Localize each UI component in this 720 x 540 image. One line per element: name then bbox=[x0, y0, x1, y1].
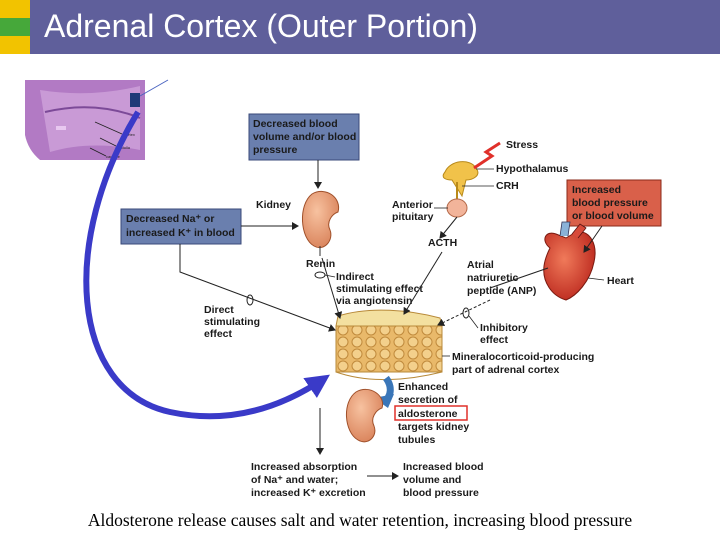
heart-illustration bbox=[543, 221, 596, 301]
label-stress: Stress bbox=[506, 139, 538, 151]
box-increased-blood-pressure: Increased blood pressure or blood volume bbox=[566, 179, 662, 227]
label-direct-effect: Direct stimulating effect bbox=[204, 304, 260, 340]
label-acth: ACTH bbox=[428, 237, 457, 249]
label-indirect-effect: Indirect stimulating effect via angioten… bbox=[336, 271, 423, 307]
label-crh: CRH bbox=[496, 180, 519, 192]
micrograph-label-cortex: cortex bbox=[124, 132, 135, 137]
big-blue-arrow bbox=[83, 110, 330, 420]
slide-title: Adrenal Cortex (Outer Portion) bbox=[44, 8, 478, 44]
svg-text:targets kidney: targets kidney bbox=[398, 421, 469, 433]
svg-text:pressure: pressure bbox=[253, 144, 298, 156]
svg-text:part of adrenal cortex: part of adrenal cortex bbox=[452, 364, 560, 376]
svg-text:increased K⁺ excretion: increased K⁺ excretion bbox=[251, 487, 366, 499]
svg-text:Mineralocorticoid-producing: Mineralocorticoid-producing bbox=[452, 351, 594, 363]
svg-text:Decreased Na⁺ or: Decreased Na⁺ or bbox=[126, 213, 214, 225]
label-heart: Heart bbox=[607, 275, 634, 287]
svg-text:secretion of: secretion of bbox=[398, 394, 458, 406]
label-inhibitory-effect: Inhibitory effect bbox=[480, 322, 528, 346]
svg-text:increased K⁺ in blood: increased K⁺ in blood bbox=[126, 227, 235, 239]
svg-text:effect: effect bbox=[204, 328, 233, 340]
svg-text:or blood volume: or blood volume bbox=[572, 210, 654, 222]
svg-text:Indirect: Indirect bbox=[336, 271, 374, 283]
svg-text:of Na⁺ and water;: of Na⁺ and water; bbox=[251, 474, 338, 486]
kidney-upper-illustration bbox=[301, 190, 340, 256]
slide-caption: Aldosterone release causes salt and wate… bbox=[87, 510, 633, 530]
svg-text:Atrial: Atrial bbox=[467, 259, 494, 271]
svg-text:effect: effect bbox=[480, 334, 509, 346]
adrenal-micrograph: cortex medulla capsule bbox=[25, 79, 169, 160]
label-anp: Atrial natriuretic peptide (ANP) bbox=[467, 259, 536, 297]
svg-text:Direct: Direct bbox=[204, 304, 234, 316]
label-kidney: Kidney bbox=[256, 199, 291, 211]
svg-text:Inhibitory: Inhibitory bbox=[480, 322, 528, 334]
svg-text:blood pressure: blood pressure bbox=[403, 487, 479, 499]
accent-square-green bbox=[0, 18, 30, 36]
flow-arrows bbox=[179, 160, 603, 480]
box-decreased-blood-volume: Decreased blood volume and/or blood pres… bbox=[248, 113, 360, 161]
accent-square-yellow-top bbox=[0, 0, 30, 18]
stress-lightning-icon bbox=[473, 141, 501, 170]
svg-text:Increased: Increased bbox=[572, 184, 621, 196]
title-bar: Adrenal Cortex (Outer Portion) bbox=[0, 0, 720, 54]
accent-square-yellow-bottom bbox=[0, 36, 30, 54]
svg-text:tubules: tubules bbox=[398, 434, 435, 446]
label-increased-absorption: Increased absorption of Na⁺ and water; i… bbox=[251, 461, 366, 499]
svg-text:Decreased blood: Decreased blood bbox=[253, 118, 338, 130]
svg-text:stimulating: stimulating bbox=[204, 316, 260, 328]
box-decreased-na-increased-k: Decreased Na⁺ or increased K⁺ in blood bbox=[120, 208, 242, 245]
label-targets-kidney-tubules: targets kidney tubules bbox=[398, 421, 469, 446]
label-aldosterone: aldosterone bbox=[398, 408, 458, 420]
label-enhanced-secretion: Enhanced secretion of bbox=[398, 381, 458, 406]
label-anterior-pituitary: Anterior pituitary bbox=[392, 199, 434, 223]
svg-text:Enhanced: Enhanced bbox=[398, 381, 448, 393]
svg-text:Anterior: Anterior bbox=[392, 199, 433, 211]
label-increased-blood-volume: Increased blood volume and blood pressur… bbox=[403, 461, 484, 499]
micrograph-label-medulla: medulla bbox=[116, 145, 131, 150]
svg-text:blood pressure: blood pressure bbox=[572, 197, 648, 209]
svg-text:Increased absorption: Increased absorption bbox=[251, 461, 357, 473]
kidney-lower-illustration bbox=[346, 388, 384, 443]
svg-text:volume and: volume and bbox=[403, 474, 461, 486]
svg-text:volume and/or blood: volume and/or blood bbox=[253, 131, 356, 143]
aldosterone-highlight-box bbox=[394, 405, 468, 421]
adrenal-cortex-block bbox=[335, 309, 443, 381]
label-mineralocorticoid: Mineralocorticoid-producing part of adre… bbox=[452, 351, 594, 376]
svg-text:peptide (ANP): peptide (ANP) bbox=[467, 285, 536, 297]
label-renin: Renin bbox=[306, 258, 335, 270]
svg-text:natriuretic: natriuretic bbox=[467, 272, 519, 284]
svg-text:Increased blood: Increased blood bbox=[403, 461, 484, 473]
label-hypothalamus: Hypothalamus bbox=[496, 163, 569, 175]
svg-text:stimulating effect: stimulating effect bbox=[336, 283, 423, 295]
svg-text:pituitary: pituitary bbox=[392, 211, 434, 223]
hypothalamus-pituitary-illustration bbox=[442, 161, 479, 218]
svg-text:via angiotensin: via angiotensin bbox=[336, 295, 412, 307]
